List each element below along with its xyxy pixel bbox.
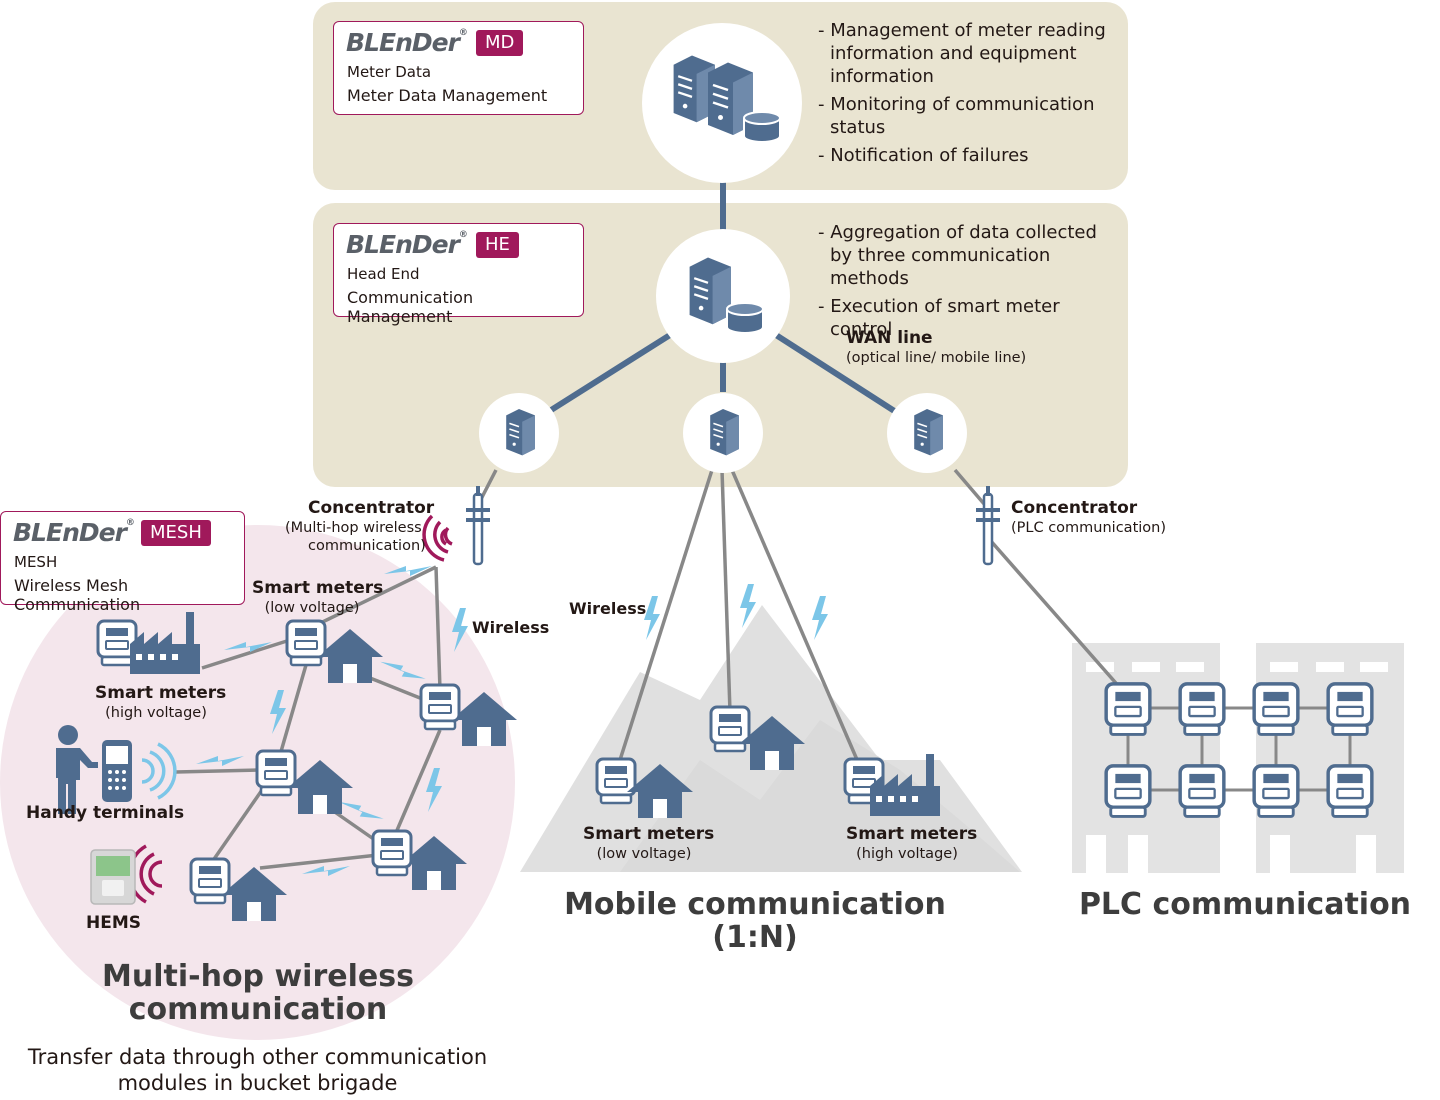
wireless-label-mesh: Wireless bbox=[472, 618, 550, 637]
signal-arcs-handy bbox=[141, 742, 177, 800]
wan-label: WAN line bbox=[846, 328, 933, 348]
mobile-title-line2: (1:N) bbox=[712, 920, 798, 955]
mobile-title-line1: Mobile communication bbox=[564, 887, 946, 922]
mesh-subtitle: MESH bbox=[14, 553, 58, 571]
md-tag: MD bbox=[476, 30, 524, 56]
smart-meters-high-mesh-label: Smart meters bbox=[95, 683, 227, 703]
smart-meters-high-mobile-sub: (high voltage) bbox=[856, 846, 958, 862]
hems-label: HEMS bbox=[86, 913, 142, 933]
list-item: Monitoring of communication status bbox=[818, 93, 1118, 139]
md-logo-box: BLEnDer® MD Meter Data Meter Data Manage… bbox=[333, 21, 584, 115]
concentrator-mesh-label: Concentrator bbox=[308, 498, 435, 518]
signal-arcs-concentrator bbox=[422, 514, 453, 562]
mesh-title-line1: Multi-hop wireless bbox=[102, 959, 414, 994]
md-subtitle: Meter Data bbox=[347, 63, 432, 81]
handy-terminals-label: Handy terminals bbox=[26, 803, 185, 823]
he-title: Communication Management bbox=[347, 288, 474, 326]
brand-logo: BLEnDer® bbox=[13, 518, 135, 547]
smart-meters-low-mesh-sub: (low voltage) bbox=[264, 600, 360, 616]
mesh-section-title: Multi-hop wireless communication bbox=[60, 960, 456, 1026]
wan-sublabel: (optical line/ mobile line) bbox=[846, 350, 1027, 366]
md-feature-list: Management of meter reading information … bbox=[818, 19, 1118, 172]
brand-logo: BLEnDer® bbox=[346, 230, 468, 259]
list-item: Execution of smart meter control bbox=[818, 295, 1123, 341]
smart-meters-high-mesh-sub: (high voltage) bbox=[105, 705, 207, 721]
concentrator-plc-sub: (PLC communication) bbox=[1011, 520, 1167, 536]
concentrator-plc-label: Concentrator bbox=[1011, 498, 1138, 518]
smart-meters-low-mesh-label: Smart meters bbox=[252, 578, 384, 598]
list-item: Management of meter reading information … bbox=[818, 19, 1118, 88]
list-item: Aggregation of data collected by three c… bbox=[818, 221, 1123, 290]
list-item: Notification of failures bbox=[818, 144, 1118, 167]
building-background bbox=[1072, 643, 1404, 873]
he-subtitle: Head End bbox=[347, 265, 420, 283]
wireless-label-mobile: Wireless bbox=[569, 599, 647, 618]
mesh-desc-line2: modules in bucket brigade bbox=[117, 1071, 398, 1095]
brand-logo: BLEnDer® bbox=[346, 28, 468, 57]
he-feature-list: Aggregation of data collected by three c… bbox=[818, 221, 1123, 346]
plc-section-title: PLC communication bbox=[1078, 887, 1412, 922]
concentrator-mesh-sub2: communication) bbox=[308, 538, 426, 554]
mesh-desc-line1: Transfer data through other communicatio… bbox=[27, 1045, 488, 1069]
smart-meters-low-mobile-label: Smart meters bbox=[583, 824, 715, 844]
handy-terminal-icon bbox=[102, 740, 132, 802]
mesh-title: Wireless Mesh Communication bbox=[14, 576, 141, 614]
he-tag: HE bbox=[476, 232, 519, 258]
mesh-tag: MESH bbox=[141, 520, 211, 546]
smart-meters-high-mobile-label: Smart meters bbox=[846, 824, 978, 844]
mobile-section-title: Mobile communication (1:N) bbox=[555, 888, 955, 954]
concentrator-pole-mesh bbox=[464, 484, 492, 566]
concentrator-mesh-sub1: (Multi-hop wireless bbox=[285, 520, 422, 536]
mesh-section-description: Transfer data through other communicatio… bbox=[0, 1044, 515, 1096]
person-icon bbox=[56, 725, 98, 814]
md-title: Meter Data Management bbox=[347, 86, 548, 105]
smart-meters-low-mobile-sub: (low voltage) bbox=[596, 846, 692, 862]
backbone-lines bbox=[546, 172, 898, 415]
mesh-title-line2: communication bbox=[128, 992, 388, 1027]
mesh-devices bbox=[96, 612, 517, 921]
mesh-logo-box: BLEnDer® MESH MESH Wireless Mesh Communi… bbox=[0, 511, 245, 614]
he-logo-box: BLEnDer® HE Head End Communication Manag… bbox=[333, 223, 584, 326]
hems-device-icon bbox=[90, 849, 136, 905]
